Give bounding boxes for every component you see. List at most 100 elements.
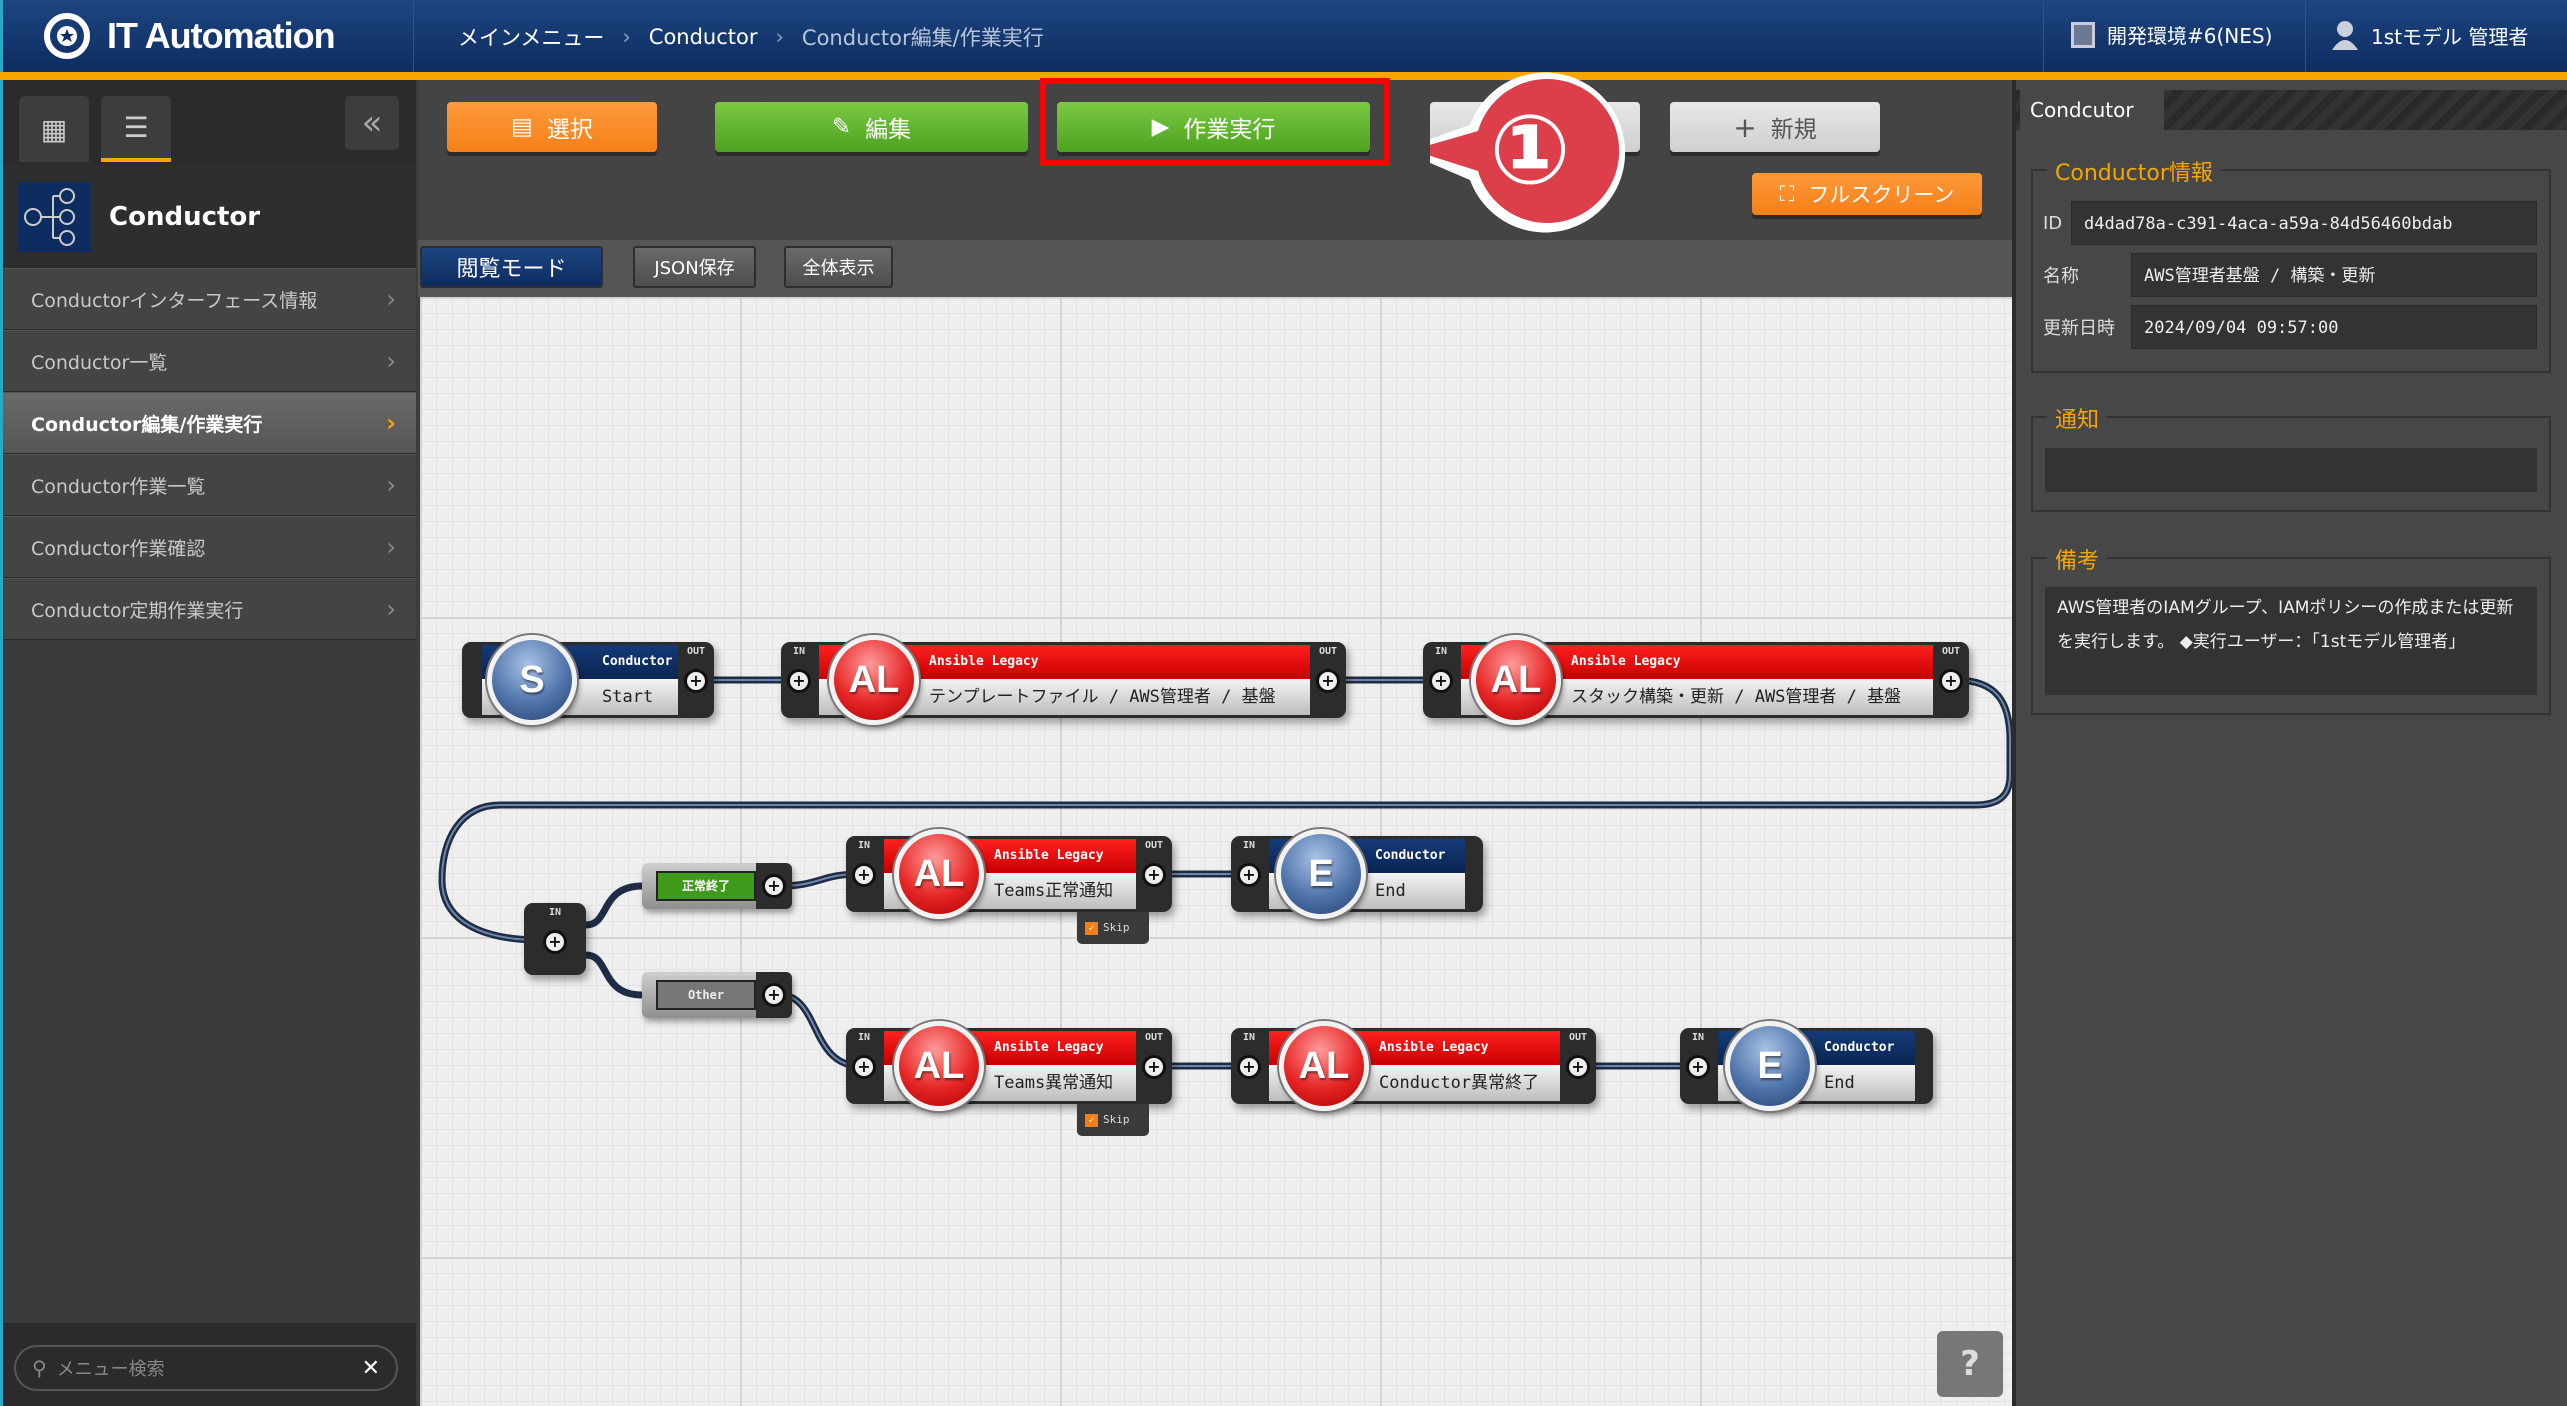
logo-icon — [44, 13, 90, 59]
environment-button[interactable]: 開発環境#6(NES) — [2071, 20, 2272, 49]
checkbox-checked-icon: ✓ — [1085, 1113, 1098, 1127]
chevron-right-icon: › — [386, 595, 396, 623]
list-icon: ▤ — [511, 114, 533, 140]
breadcrumb-conductor[interactable]: Conductor — [648, 25, 758, 49]
name-value: AWS管理者基盤 / 構築・更新 — [2131, 253, 2537, 297]
plus-icon[interactable]: + — [543, 930, 567, 954]
select-button[interactable]: ▤ 選択 — [447, 102, 657, 152]
new-button[interactable]: +新規 — [1670, 102, 1880, 152]
condition-label: 正常終了 — [656, 871, 756, 901]
port-in-label: IN — [548, 907, 562, 918]
new-label: 新規 — [1770, 117, 1817, 143]
plus-icon[interactable]: + — [1686, 1055, 1710, 1079]
plus-icon[interactable]: + — [762, 874, 786, 898]
plus-icon[interactable]: + — [1237, 1055, 1261, 1079]
port-out-label: OUT — [1144, 1032, 1164, 1043]
sidebar-item-job-list[interactable]: Conductor作業一覧› — [3, 454, 416, 516]
plus-icon[interactable]: + — [852, 1055, 876, 1079]
menu-search-input[interactable]: ⚲ メニュー検索 ✕ — [14, 1345, 398, 1391]
collapse-sidebar-button[interactable]: « — [345, 96, 399, 150]
callout-badge-icon — [1400, 72, 1626, 233]
remarks-section: 備考 AWS管理者のIAMグループ、IAMポリシーの作成または更新を実行します。… — [2031, 543, 2551, 715]
chevron-right-icon: › — [386, 285, 396, 313]
list-view-tab[interactable]: ☰ — [101, 96, 171, 162]
remarks-value: AWS管理者のIAMグループ、IAMポリシーの作成または更新を実行します。 ◆実… — [2045, 587, 2537, 695]
id-label: ID — [2043, 212, 2063, 234]
sidebar-item-edit-execute[interactable]: Conductor編集/作業実行 › — [3, 392, 416, 454]
id-value: d4dad78a-c391-4aca-a59a-84d56460bdab — [2071, 201, 2537, 245]
plus-icon[interactable]: + — [1316, 669, 1340, 693]
plus-icon[interactable]: + — [684, 669, 708, 693]
node-merge[interactable]: IN + — [524, 903, 586, 975]
port-in-label: IN — [1691, 1032, 1705, 1043]
breadcrumb-current: Conductor編集/作業実行 — [801, 26, 1044, 50]
book-icon — [2071, 21, 2095, 48]
skip-checkbox[interactable]: ✓Skip — [1077, 912, 1149, 944]
plus-icon[interactable]: + — [787, 669, 811, 693]
port-in-label: IN — [857, 840, 871, 851]
sidebar-item-interface-info[interactable]: Conductorインターフェース情報› — [3, 268, 416, 330]
skip-checkbox[interactable]: ✓ Skip — [1077, 1104, 1149, 1136]
ansible-legacy-icon: AL — [1279, 1021, 1369, 1111]
help-button[interactable]: ? — [1937, 1331, 2003, 1397]
step-callout: ① — [1400, 65, 1630, 249]
port-in-label: IN — [1242, 840, 1256, 851]
plus-icon[interactable]: + — [1142, 863, 1166, 887]
sidebar: ▦ ☰ « Conductor Conductorインターフェース情報› Con… — [0, 80, 416, 1406]
menu-group-title: Conductor — [3, 165, 416, 268]
execute-button[interactable]: ▶作業実行 — [1057, 102, 1370, 152]
condition-normal-end[interactable]: 正常終了 + — [642, 863, 792, 909]
fullscreen-icon: ⛶ — [1779, 181, 1795, 206]
name-label: 名称 — [2043, 266, 2079, 287]
sidebar-item-conductor-list[interactable]: Conductor一覧› — [3, 330, 416, 392]
show-all-button[interactable]: 全体表示 — [784, 246, 893, 288]
breadcrumb: メインメニュー› Conductor› Conductor編集/作業実行 — [458, 22, 1044, 52]
plus-icon[interactable]: + — [1939, 669, 1963, 693]
select-label: 選択 — [546, 117, 593, 143]
skip-label: Skip — [1103, 921, 1130, 934]
breadcrumb-main-menu[interactable]: メインメニュー — [458, 26, 605, 50]
condition-label: Other — [656, 980, 756, 1010]
sidebar-item-scheduled-job[interactable]: Conductor定期作業実行› — [3, 578, 416, 640]
plus-icon[interactable]: + — [1429, 669, 1453, 693]
end-icon: E — [1276, 829, 1366, 919]
condition-other[interactable]: Other + — [642, 972, 792, 1018]
skip-label: Skip — [1103, 1113, 1130, 1126]
json-save-button[interactable]: JSON保存 — [633, 246, 756, 288]
plus-icon[interactable]: + — [852, 863, 876, 887]
fullscreen-button[interactable]: ⛶フルスクリーン — [1752, 173, 1982, 215]
port-in-label: IN — [792, 646, 806, 657]
grid-view-tab[interactable]: ▦ — [19, 96, 89, 162]
sidebar-item-job-check[interactable]: Conductor作業確認› — [3, 516, 416, 578]
plus-icon[interactable]: + — [1142, 1055, 1166, 1079]
edit-label: 編集 — [865, 117, 912, 143]
chevron-right-icon: › — [386, 409, 396, 437]
updated-label: 更新日時 — [2043, 318, 2115, 339]
plus-icon[interactable]: + — [1237, 863, 1261, 887]
app-logo[interactable]: IT Automation — [41, 10, 336, 62]
chevron-right-icon: › — [386, 471, 396, 499]
list-icon: ☰ — [123, 110, 149, 144]
user-menu[interactable]: 1stモデル 管理者 — [2331, 20, 2528, 50]
sidebar-menu: Conductorインターフェース情報› Conductor一覧› Conduc… — [3, 268, 416, 640]
sidebar-item-label: Conductor編集/作業実行 — [31, 413, 263, 436]
tab-conductor[interactable]: Condcutor — [2020, 90, 2164, 130]
plus-icon[interactable]: + — [762, 983, 786, 1007]
clear-icon[interactable]: ✕ — [361, 1355, 380, 1381]
end-icon: E — [1725, 1021, 1815, 1111]
environment-label: 開発環境#6(NES) — [2107, 24, 2273, 48]
plus-icon[interactable]: + — [1566, 1055, 1590, 1079]
edit-button[interactable]: ✎編集 — [715, 102, 1028, 152]
ansible-legacy-icon: AL — [829, 635, 919, 725]
